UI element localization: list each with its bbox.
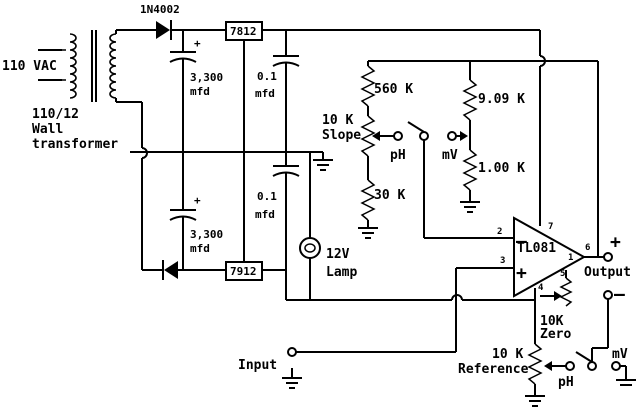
- transformer-label-2: Wall: [32, 122, 63, 137]
- r-100k-label: 1.00 K: [478, 161, 525, 176]
- diode-bottom: [158, 260, 226, 280]
- lamp-name: Lamp: [326, 265, 357, 280]
- pin-3: 3: [500, 256, 505, 266]
- opamp-plus: +: [516, 263, 527, 284]
- pin-5: 5: [560, 269, 565, 279]
- ref-value: 10 K: [492, 347, 523, 362]
- output-plus: +: [610, 232, 621, 253]
- mains-label: 110 VAC: [2, 59, 57, 74]
- neg-rail: [286, 288, 536, 301]
- output-minus-terminal: [591, 290, 613, 362]
- output-minus: –: [614, 284, 625, 305]
- ground-bus: [130, 151, 333, 171]
- divider-right: [460, 61, 480, 213]
- cap-0.1-bottom: [272, 152, 300, 300]
- zero-pot: [540, 270, 573, 307]
- sw1-mv: mV: [442, 148, 458, 163]
- slope-pot-wiper: [372, 131, 394, 141]
- opamp-label: TL081: [517, 241, 556, 256]
- mains-input: [38, 49, 66, 81]
- switch-2: [565, 351, 636, 386]
- reg-pos-label: 7812: [230, 25, 257, 38]
- slope-value: 10 K: [322, 113, 353, 128]
- pin-1: 1: [568, 253, 573, 263]
- pin-6: 6: [585, 243, 590, 253]
- opamp-minus: –: [516, 231, 527, 252]
- zero-name: Zero: [540, 327, 571, 342]
- cap3-value: 3,300: [190, 228, 223, 241]
- cap4-unit: mfd: [255, 208, 275, 221]
- slope-name: Slope: [322, 128, 361, 143]
- lamp-volts: 12V: [326, 247, 350, 262]
- lamp-12v: [299, 152, 321, 300]
- cap-3300-bottom: +: [169, 152, 201, 270]
- transformer-label-1: 110/12: [32, 107, 79, 122]
- regulator-7812: 7812: [225, 21, 540, 152]
- cap1-value: 3,300: [190, 71, 223, 84]
- transformer-label-3: transformer: [32, 137, 118, 152]
- pin-2: 2: [497, 227, 502, 237]
- sw2-mv: mV: [612, 347, 628, 362]
- cap4-value: 0.1: [257, 190, 277, 203]
- cap-3300-top: +: [169, 30, 201, 152]
- pin-7: 7: [548, 222, 553, 232]
- r-909k-label: 9.09 K: [478, 92, 525, 107]
- cap1-unit: mfd: [190, 85, 210, 98]
- zero-value: 10K: [540, 314, 564, 329]
- regulator-7912: 7912: [225, 152, 286, 281]
- reference-pot: [525, 300, 566, 407]
- diode-top-label: 1N4002: [140, 3, 180, 16]
- pos-rail: [368, 30, 598, 226]
- cap-top-plus: +: [194, 37, 201, 50]
- ref-name: Reference: [458, 362, 529, 377]
- sw1-ph: pH: [390, 148, 406, 163]
- sw2-ph: pH: [558, 375, 574, 390]
- r-560k-label: 560 K: [374, 82, 413, 97]
- r-30k-label: 30 K: [374, 188, 405, 203]
- opamp-tl081: [296, 61, 613, 353]
- reg-neg-label: 7912: [230, 265, 257, 278]
- cap2-unit: mfd: [255, 87, 275, 100]
- input-terminal: [282, 347, 302, 389]
- cap2-value: 0.1: [257, 70, 277, 83]
- output-label: Output: [584, 265, 631, 280]
- cap-bottom-plus: +: [194, 194, 201, 207]
- input-label: Input: [238, 358, 277, 373]
- pin-4: 4: [538, 283, 544, 293]
- switch-1: [393, 121, 514, 239]
- cap-0.1-top: [272, 30, 300, 152]
- divider-left: [358, 61, 378, 239]
- cap3-unit: mfd: [190, 242, 210, 255]
- diode-top: [150, 20, 226, 40]
